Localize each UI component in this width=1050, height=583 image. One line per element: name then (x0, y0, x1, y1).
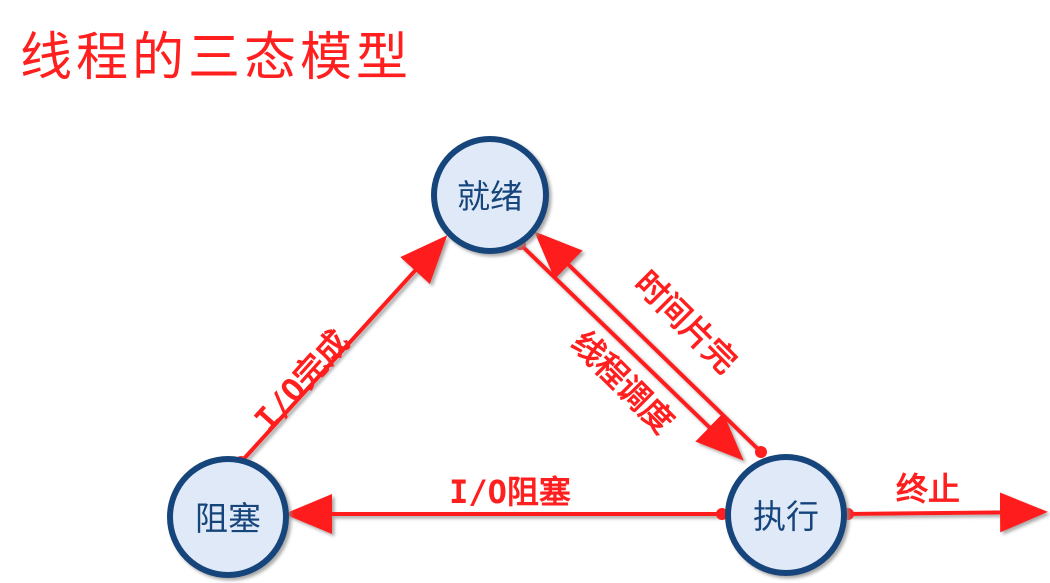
page-title: 线程的三态模型 (20, 28, 412, 88)
running-state-node: 执行 (725, 454, 847, 576)
running-state-label: 执行 (753, 497, 819, 536)
blocked-state-label: 阻塞 (195, 499, 261, 538)
blocked-state-node: 阻塞 (167, 456, 289, 578)
blocked-state-circle (167, 456, 289, 578)
time-slice-done-arrow (534, 231, 763, 454)
ready-state-node: 就绪 (431, 136, 549, 254)
running-state-circle (725, 454, 847, 576)
time-slice-start-dot (755, 446, 767, 458)
io-blocked-label: I/O阻塞 (449, 473, 571, 511)
terminate-arrow (847, 492, 1048, 533)
ready-state-label: 就绪 (457, 177, 523, 216)
io-blocked-start-dot (716, 508, 728, 520)
state-nodes: 就绪 阻塞 执行 (167, 136, 847, 578)
ready-state-circle (431, 136, 549, 254)
io-complete-arrow (239, 235, 448, 464)
transition-lines (239, 231, 1048, 534)
terminate-label: 终止 (896, 470, 960, 508)
io-complete-label: I/O完成 (247, 323, 357, 439)
